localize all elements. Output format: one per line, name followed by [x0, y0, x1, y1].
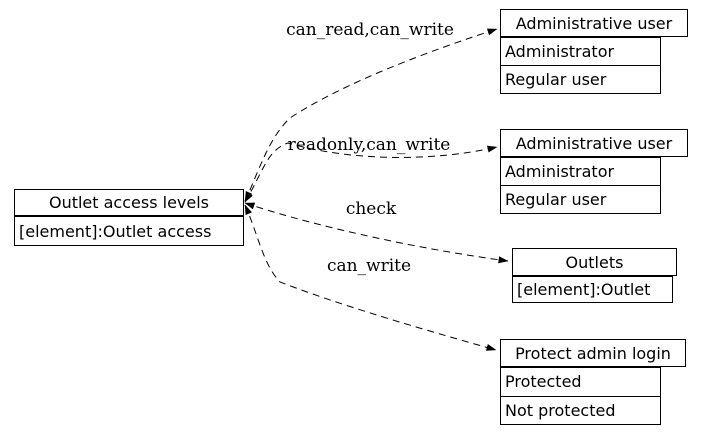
source-node-title: Outlet access levels [14, 189, 244, 216]
edge-can-write [244, 204, 497, 351]
target-node-outlets-body: [element]:Outlet [512, 276, 673, 303]
edge-label-check: check [345, 199, 397, 219]
target-node-administrative-user-1-body: Administrator Regular user [500, 37, 661, 94]
edge-readonly-can-write [244, 142, 498, 203]
target-node-protect-admin-login-body: Protected Not protected [500, 367, 661, 425]
target-node-protect-admin-login-header: Protect admin login [500, 339, 686, 367]
table-row: Not protected [501, 395, 660, 425]
edge-can-read-can-write [244, 28, 498, 202]
table-row: Protected [505, 372, 582, 392]
source-node-subtitle: [element]:Outlet access [14, 216, 244, 246]
target-node-administrative-user-2-header: Administrative user [500, 129, 688, 157]
target-node-outlets-header: Outlets [512, 248, 677, 276]
table-row: Administrator [505, 162, 615, 181]
table-row: Administrator [505, 42, 615, 61]
target-node-administrative-user-2-body: Administrator Regular user [500, 157, 661, 214]
table-row: [element]:Outlet [517, 280, 651, 299]
edge-label-readonly-can-write: readonly,can_write [287, 135, 451, 155]
edge-label-can-read-can-write: can_read,can_write [286, 20, 454, 40]
table-row: Regular user [501, 185, 660, 213]
edge-label-can-write: can_write [326, 256, 412, 276]
target-node-administrative-user-1-header: Administrative user [500, 9, 688, 37]
table-row: Regular user [501, 65, 660, 93]
